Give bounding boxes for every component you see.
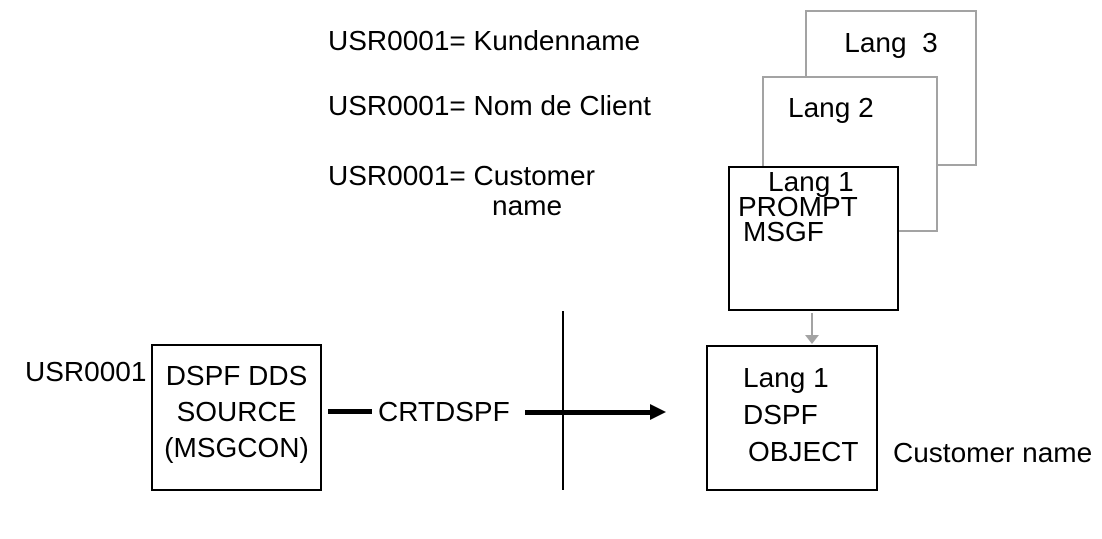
message-customer-line1: USR0001= Customer (328, 160, 595, 191)
compile-divider-line (562, 311, 564, 490)
customer-name-output-label: Customer name (893, 437, 1093, 468)
message-kundenname: USR0001= Kundenname (328, 25, 641, 56)
lang1-msgf-line-msgf: MSGF (743, 216, 824, 247)
source-line-source: SOURCE (176, 396, 297, 427)
message-id-label: USR0001 (25, 356, 147, 387)
msgf-to-object-arrowhead-icon (805, 335, 819, 344)
object-line-dspf: DSPF (743, 399, 818, 430)
object-line-lang1: Lang 1 (743, 362, 829, 393)
dspf-object-box: Lang 1 DSPF OBJECT (706, 345, 878, 491)
message-nom-de-client: USR0001= Nom de Client (328, 90, 651, 121)
crtdspf-arrowhead-icon (650, 404, 666, 420)
lang3-label: Lang 3 (844, 27, 938, 58)
lang1-prompt-msgf-box: Lang 1 PROMPT MSGF (728, 166, 899, 311)
crtdspf-command-label: CRTDSPF (378, 396, 510, 427)
source-line-dspf-dds: DSPF DDS (165, 360, 308, 391)
message-customer-line2: name (492, 190, 563, 221)
dspf-dds-source-box: DSPF DDS SOURCE (MSGCON) (151, 344, 322, 491)
lang1-msgf-line-prompt: PROMPT (738, 191, 858, 222)
lang1-msgf-line-lang1: Lang 1 (768, 166, 854, 197)
crtdspf-arrow-shaft (525, 410, 651, 415)
source-line-msgcon: (MSGCON) (164, 432, 309, 463)
lang2-label: Lang 2 (788, 92, 874, 123)
msgf-to-object-arrow-line (811, 313, 813, 336)
object-line-object: OBJECT (748, 436, 859, 467)
crtdspf-connector-dash (328, 409, 372, 414)
